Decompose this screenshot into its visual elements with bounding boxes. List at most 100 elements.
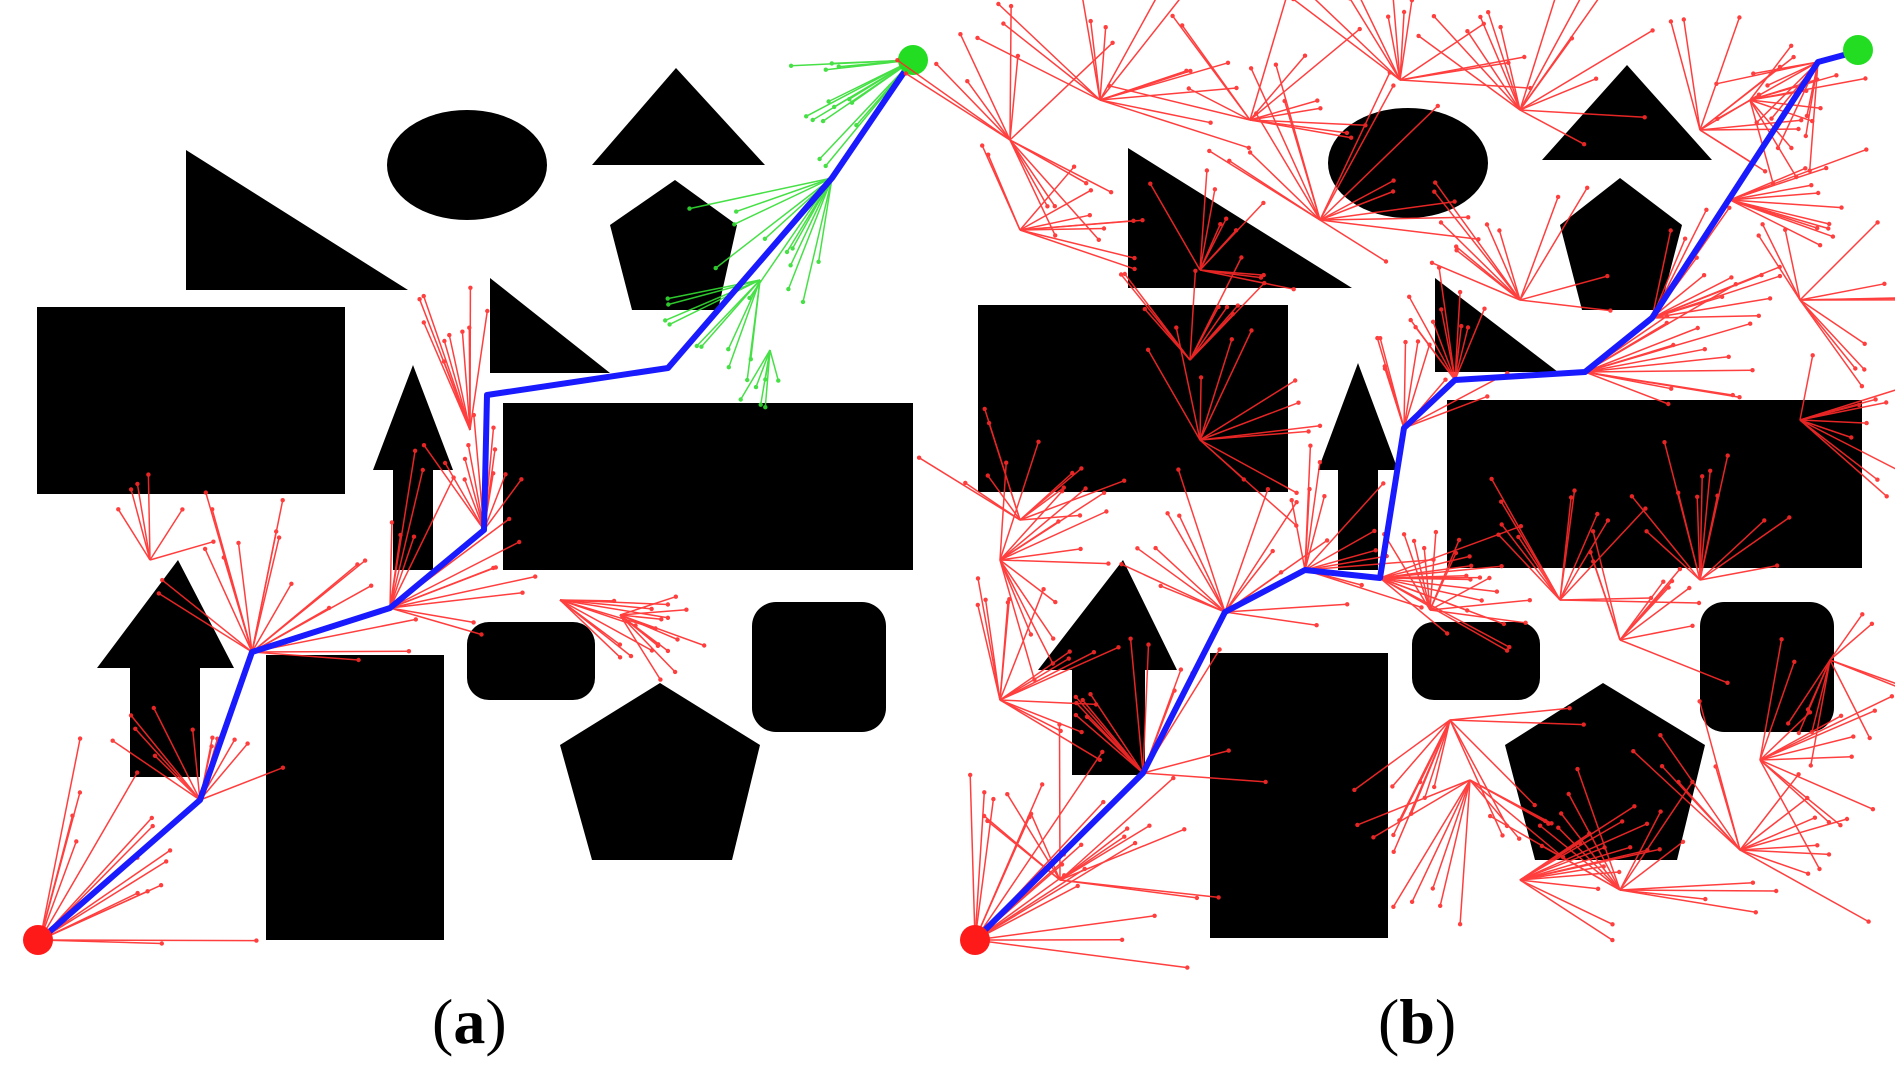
- tree-node: [1658, 809, 1663, 814]
- tree-node: [1261, 200, 1266, 206]
- tree-node: [1585, 185, 1590, 190]
- tree-edge: [1729, 199, 1842, 209]
- tree-node: [903, 71, 909, 76]
- tree-edge: [974, 784, 1043, 941]
- tree-node: [1382, 366, 1388, 371]
- tree-edge: [389, 541, 520, 609]
- tree-node: [1184, 68, 1189, 74]
- tree-node: [1486, 10, 1491, 15]
- tree-node: [1296, 400, 1301, 405]
- tree-node: [1700, 474, 1705, 479]
- tree-node: [1401, 9, 1407, 15]
- tree-node: [1263, 779, 1268, 785]
- tree-node: [1079, 729, 1084, 735]
- tree-edge: [999, 520, 1059, 561]
- tree-edge: [1699, 470, 1711, 581]
- tree-node: [763, 405, 768, 410]
- tree-edge: [1799, 299, 1863, 387]
- tree-edge: [1393, 719, 1451, 853]
- tree-node: [667, 322, 672, 327]
- tree-node: [1882, 281, 1887, 286]
- tree-node: [1750, 368, 1755, 373]
- tree-node: [684, 607, 689, 612]
- tree-edge: [1699, 119, 1802, 131]
- tree-edge: [1584, 369, 1753, 373]
- tree-node: [1216, 895, 1221, 900]
- tree-node: [1217, 647, 1222, 652]
- tree-edge: [999, 699, 1101, 761]
- tree-edge: [1403, 534, 1431, 611]
- tree-edge: [1059, 828, 1185, 881]
- tree-node: [826, 99, 831, 104]
- caption-a-close: ): [485, 986, 507, 1057]
- tree-edge: [1799, 299, 1866, 345]
- tree-edge: [1459, 779, 1471, 925]
- tree-node: [1725, 453, 1730, 458]
- tree-edge: [1759, 755, 1852, 761]
- tree-edge: [1199, 189, 1216, 271]
- tree-edge: [999, 490, 1063, 561]
- tree-node: [1289, 498, 1294, 503]
- tree-edge: [1199, 170, 1208, 271]
- tree-node: [1803, 133, 1809, 139]
- tree-node: [1349, 135, 1354, 140]
- tree-edge: [1519, 848, 1660, 881]
- tree-node: [1644, 821, 1650, 826]
- tree-node: [617, 655, 623, 660]
- tree-edge: [1699, 495, 1719, 581]
- tree-node: [1465, 608, 1470, 613]
- caption-b: (b): [1378, 985, 1456, 1059]
- tree-node: [389, 520, 395, 525]
- tree-edge: [905, 72, 1011, 141]
- tree-edge: [1729, 199, 1821, 246]
- tree-edge: [1199, 425, 1321, 441]
- tree-edge: [1619, 587, 1690, 641]
- tree-node: [847, 97, 852, 102]
- tree-edge: [1224, 550, 1274, 613]
- tree-node: [1457, 922, 1463, 927]
- tree-edge: [1099, 87, 1237, 101]
- tree-node: [1229, 337, 1235, 342]
- tree-node: [1110, 40, 1115, 45]
- tree-edge: [251, 650, 409, 653]
- tree-node: [1457, 289, 1463, 295]
- tree-node: [1097, 757, 1103, 762]
- tree-node: [133, 726, 138, 731]
- tree-edge: [1199, 439, 1297, 494]
- tree-edge: [1584, 348, 1705, 373]
- tree-node: [1809, 183, 1814, 188]
- tree-edge: [1759, 639, 1783, 761]
- tree-node: [203, 490, 208, 495]
- tree-edge: [999, 559, 1036, 680]
- tree-edge: [1319, 200, 1455, 221]
- tree-edge: [1275, 64, 1321, 221]
- tree-node: [420, 467, 425, 473]
- tree-node: [1246, 145, 1252, 150]
- tree-edge: [1432, 779, 1471, 889]
- tree-node: [1859, 384, 1865, 389]
- tree-edge: [468, 327, 471, 431]
- tree-edge: [1811, 659, 1831, 733]
- tree-node: [1696, 600, 1702, 606]
- tree-node: [519, 477, 524, 482]
- tree-node: [1729, 275, 1734, 280]
- tree-node: [1443, 377, 1448, 382]
- tree-edge: [1500, 501, 1561, 601]
- tree-node: [968, 772, 973, 778]
- tree-node: [665, 602, 671, 607]
- tree-edge: [1449, 719, 1504, 836]
- tree-node: [617, 642, 623, 647]
- tree-node: [1482, 306, 1487, 311]
- tree-edge: [1429, 577, 1490, 611]
- tree-node: [1387, 70, 1393, 75]
- tree-edge: [619, 614, 659, 647]
- tree-edge: [1099, 0, 1157, 101]
- tree-edge: [39, 792, 81, 941]
- tree-edge: [1255, 113, 1321, 221]
- tree-node: [1539, 843, 1545, 849]
- tree-node: [1810, 353, 1815, 358]
- tree-node: [1294, 523, 1299, 528]
- tree-edge: [1353, 719, 1451, 791]
- tree-node: [1498, 24, 1503, 30]
- tree-edge: [1433, 719, 1451, 788]
